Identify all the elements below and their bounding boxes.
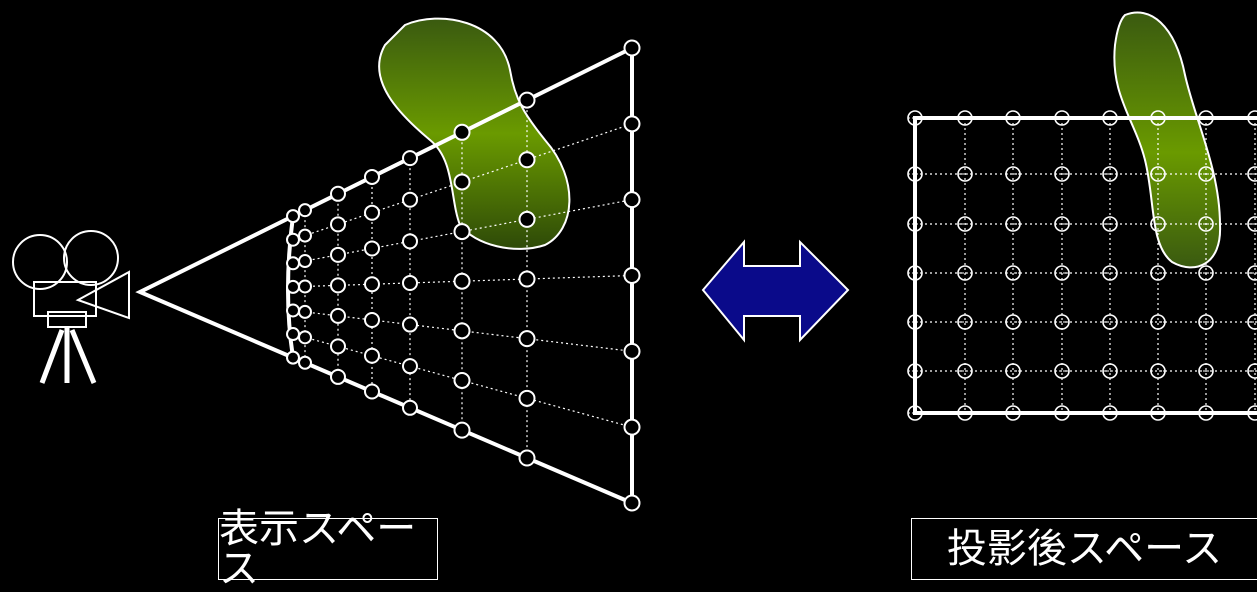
frustum-sample-point [298, 254, 312, 269]
frustum-sample-points [286, 39, 641, 512]
frustum-sample-point [286, 232, 300, 247]
scene-object-right [1113, 11, 1222, 269]
frustum-sample-point [286, 350, 300, 365]
double-arrow-icon [701, 239, 850, 343]
frustum-sample-point [402, 358, 418, 375]
frustum-sample-point [286, 256, 300, 271]
frustum-sample-point [402, 233, 418, 250]
frustum-sample-point [623, 418, 641, 436]
frustum-sample-point [298, 228, 312, 243]
frustum-sample-point [330, 307, 346, 324]
frustum-sample-point [364, 383, 380, 400]
frustum-sample-point [286, 327, 300, 342]
frustum-sample-point [453, 272, 471, 290]
frustum-sample-point [623, 39, 641, 57]
projected-sample-point [1005, 363, 1021, 379]
frustum-sample-point [402, 274, 418, 291]
frustum-sample-point [364, 347, 380, 364]
frustum-outline [135, 46, 634, 505]
projected-sample-point [1150, 363, 1166, 379]
frustum-sample-point [623, 494, 641, 512]
projected-sample-points [907, 110, 1257, 421]
projected-space-label: 投影後スペース [911, 518, 1257, 580]
frustum-sample-point [298, 203, 312, 218]
frustum-sample-point [402, 399, 418, 416]
frustum-sample-point [330, 277, 346, 294]
frustum-sample-point [518, 210, 536, 228]
frustum-sample-point [298, 304, 312, 319]
frustum-sample-point [330, 246, 346, 263]
frustum-sample-point [453, 322, 471, 340]
frustum-apex-lines [135, 214, 295, 360]
frustum-sample-point [330, 338, 346, 355]
frustum-sample-point [623, 191, 641, 209]
frustum-sample-point [453, 421, 471, 439]
frustum-sample-point [298, 279, 312, 294]
frustum-sample-point [298, 330, 312, 345]
scene-object-left [378, 17, 571, 250]
frustum-sample-point [286, 279, 300, 294]
frustum-sample-point [286, 209, 300, 224]
camera-icon [12, 230, 130, 384]
frustum-sample-point [402, 191, 418, 208]
frustum-sample-point [518, 389, 536, 407]
frustum-sample-point [364, 168, 380, 185]
frustum-sample-point [402, 316, 418, 333]
view-space-label: 表示スペース [218, 509, 438, 589]
frustum-sample-point [518, 449, 536, 467]
frustum-sample-point [518, 330, 536, 348]
frustum-sample-point [330, 368, 346, 385]
frustum-sample-point [286, 303, 300, 318]
frustum-sample-point [453, 371, 471, 389]
projected-sample-point [1005, 314, 1021, 330]
frustum-sample-point [623, 342, 641, 360]
frustum-sample-point [364, 204, 380, 221]
frustum-sample-point [623, 267, 641, 284]
frustum-sample-point [298, 355, 312, 370]
frustum-sample-point [330, 216, 346, 233]
frustum-sample-point [518, 270, 536, 288]
frustum-sample-point [364, 276, 380, 293]
projected-sample-point [1150, 314, 1166, 330]
frustum-sample-point [518, 151, 536, 169]
frustum-sample-point [453, 223, 471, 241]
frustum-sample-point [453, 123, 471, 141]
frustum-sample-point [364, 311, 380, 328]
frustum-sample-point [330, 185, 346, 202]
frustum-sample-point [623, 115, 641, 133]
frustum-sample-point [402, 150, 418, 167]
frustum-sample-point [453, 173, 471, 191]
frustum-sample-point [364, 240, 380, 257]
frustum-sample-point [518, 91, 536, 109]
frustum-grid-row [292, 274, 633, 288]
